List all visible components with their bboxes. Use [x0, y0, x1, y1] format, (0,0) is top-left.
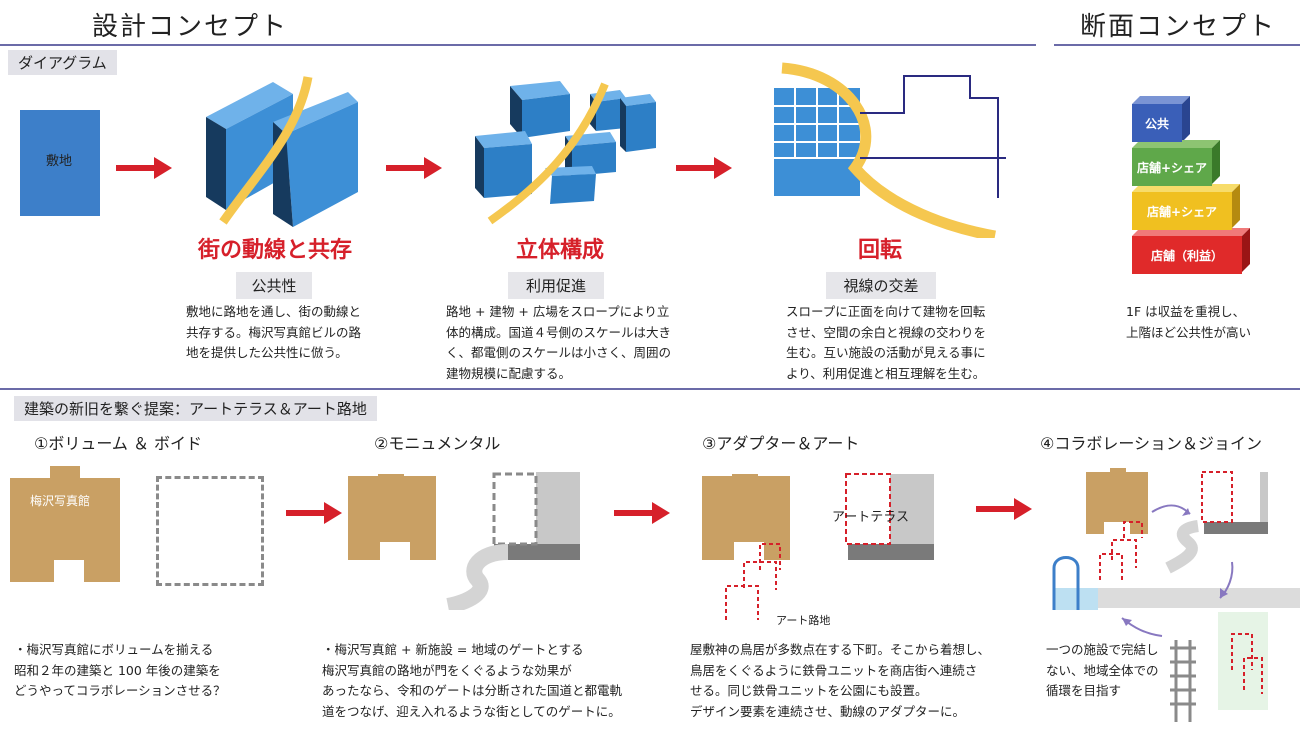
step3-title: ③アダプター＆アート	[702, 434, 860, 453]
header-rule-right	[1054, 44, 1300, 46]
stack-layer-shop-share-yellow: 店舗+シェア	[1132, 192, 1232, 230]
step1-title: ①ボリューム ＆ ボイド	[34, 434, 203, 453]
concept1-title: 街の動線と共存	[197, 238, 352, 263]
section-caption: 1F は収益を重視し、 上階ほど公共性が高い	[1126, 304, 1252, 340]
step4-title: ④コラボレーション＆ジョイン	[1040, 434, 1263, 453]
stack-layer-public: 公共	[1132, 104, 1182, 142]
stack-layer-shop-share-green: 店舗+シェア	[1132, 148, 1212, 186]
concept2-body: 路地 + 建物 + 広場をスロープにより立 体的構成。国道４号側のスケールは大き…	[446, 304, 672, 381]
concept1-subtitle: 公共性	[236, 272, 312, 299]
step3-body: 屋敷神の鳥居が多数点在する下町。そこから着想し、 鳥居をくぐるように鉄骨ユニット…	[690, 642, 991, 719]
step2-title: ②モニュメンタル	[374, 434, 501, 453]
art-terrace-label: アートテラス	[832, 510, 909, 525]
arrow-icon	[676, 157, 732, 179]
stack-layer-shop-profit: 店舗（利益）	[1132, 236, 1242, 274]
section-divider	[0, 388, 1300, 390]
collaboration-loop-illustration	[1052, 468, 1300, 722]
arrow-icon	[116, 157, 172, 179]
header-rule-left	[0, 44, 1036, 46]
umezawa-label: 梅沢写真館	[30, 494, 91, 508]
concept1-illustration	[206, 76, 358, 227]
concept3-body: スロープに正面を向けて建物を回転 させ、空間の余白と視線の交わりを 生む。互い施…	[786, 304, 987, 381]
concept3-subtitle: 視線の交差	[826, 272, 936, 299]
site-block: 敷地	[20, 110, 100, 216]
arrow-icon	[286, 502, 342, 524]
section-concept-heading: 断面コンセプト	[1080, 12, 1277, 42]
concept2-illustration	[475, 81, 656, 225]
site-label: 敷地	[46, 154, 73, 169]
concept3-illustration	[774, 62, 1006, 238]
step4-body: 一つの施設で完結し ない、地域全体での 循環を目指す	[1046, 642, 1159, 698]
arrow-icon	[614, 502, 670, 524]
step2-body: ・梅沢写真館 + 新施設 = 地域のゲートとする 梅沢写真館の路地が門をくぐるよ…	[322, 642, 623, 719]
concept2-title: 立体構成	[515, 238, 604, 263]
design-concept-heading: 設計コンセプト	[92, 12, 289, 42]
umezawa-monument	[348, 474, 436, 560]
monument-new-facility	[446, 472, 580, 610]
art-terrace-and-alley	[725, 473, 934, 620]
section-stack-shading	[1132, 96, 1250, 272]
arrow-icon	[386, 157, 442, 179]
art-alley-label: アート路地	[776, 614, 831, 627]
step1-body: ・梅沢写真館にボリュームを揃える 昭和２年の建築と 100 年後の建築を どうや…	[14, 642, 226, 698]
proposal-tag: 建築の新旧を繋ぐ提案：アートテラス＆アート路地	[14, 396, 377, 421]
concept2-subtitle: 利用促進	[508, 272, 604, 299]
umezawa-adapter	[702, 474, 790, 560]
diagram-tag: ダイアグラム	[8, 50, 117, 75]
arrow-icon	[976, 498, 1032, 520]
umezawa-volume	[10, 466, 120, 582]
void-outline	[156, 476, 264, 586]
concept3-title: 回転	[857, 238, 902, 263]
concept1-body: 敷地に路地を通し、街の動線と 共存する。梅沢写真館ビルの路 地を提供した公共性に…	[186, 304, 362, 360]
